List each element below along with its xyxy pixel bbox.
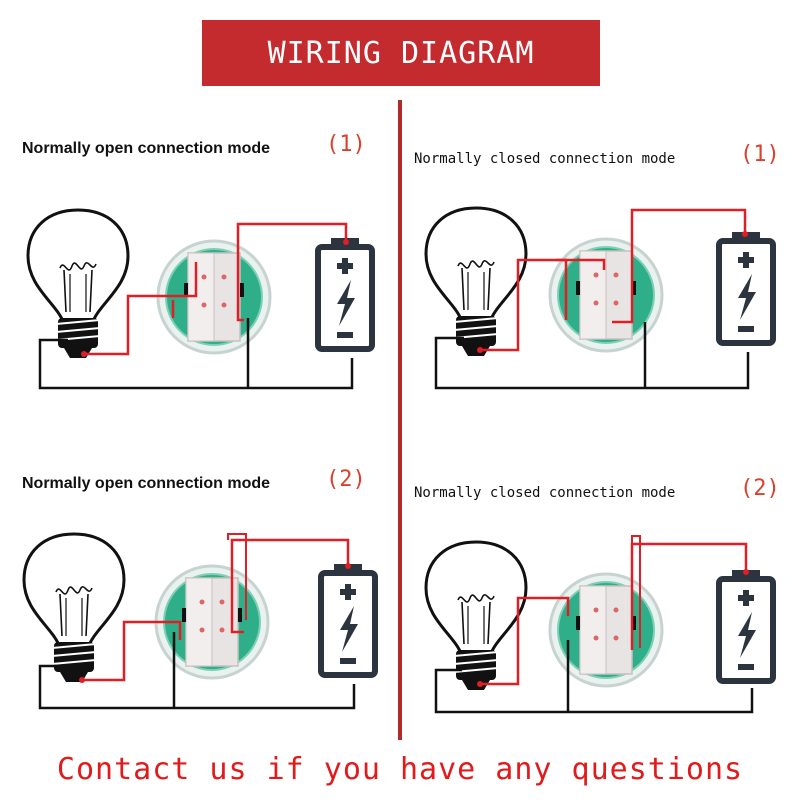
black-wire (38, 338, 354, 390)
battery-icon (719, 570, 773, 681)
black-wire (38, 664, 356, 710)
panel-3-number: (2) (326, 467, 366, 492)
black-wire (434, 336, 750, 390)
battery-icon (719, 232, 773, 343)
red-wire (82, 620, 182, 682)
red-wire (480, 596, 570, 686)
center-divider (398, 100, 402, 740)
lamp-icon (424, 540, 528, 692)
battery-icon (321, 564, 375, 675)
panel-2-number: (1) (740, 142, 780, 167)
panel-1-label: Normally open connection mode (22, 140, 271, 157)
title-text: WIRING DIAGRAM (267, 35, 535, 71)
panel-2-label: Normally closed connection mode (414, 151, 676, 167)
battery-icon (318, 238, 372, 349)
panel-2-diagram (424, 206, 773, 390)
black-wire (434, 668, 754, 714)
panel-4-label: Normally closed connection mode (414, 485, 676, 501)
panel-3-diagram (22, 532, 375, 710)
panel-4-diagram (424, 535, 773, 714)
lamp-icon (22, 532, 126, 684)
contact-footer: Contact us if you have any questions (56, 752, 744, 787)
panel-1-diagram (26, 208, 372, 390)
red-wire (84, 262, 198, 356)
lamp-icon (424, 206, 528, 358)
red-wire (480, 258, 568, 352)
title-banner: WIRING DIAGRAM (202, 20, 600, 86)
panel-4-number: (2) (740, 476, 780, 501)
panel-3-label: Normally open connection mode (22, 475, 271, 492)
panel-1-number: (1) (326, 132, 366, 157)
lamp-icon (26, 208, 130, 360)
